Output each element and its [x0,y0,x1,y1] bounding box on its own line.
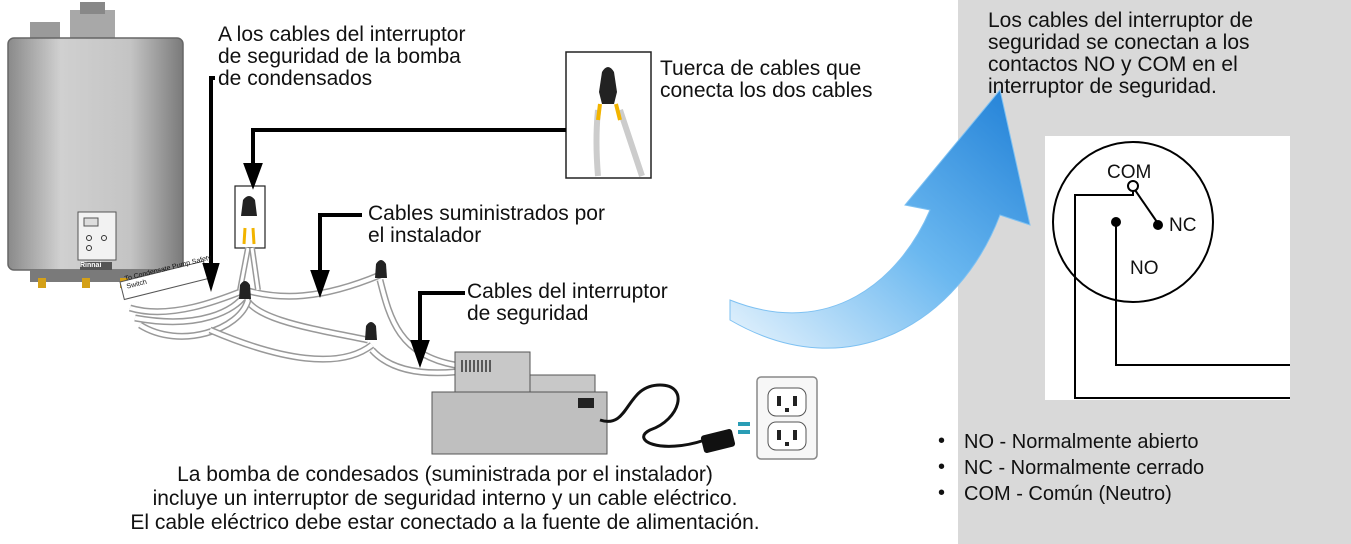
switch-com-label: COM [1107,162,1152,183]
label-pump-wires: A los cables del interruptor de segurida… [218,23,466,90]
label-installer-wires: Cables suministrados por el instalador [368,202,605,247]
water-heater [7,2,184,288]
label-safety-wires: Cables del interruptor de seguridad [467,280,668,325]
wire-nut-callout [565,51,652,179]
wire-nuts [239,260,387,340]
blue-arrow [729,88,1031,349]
switch-nc-label: NC [1169,215,1197,236]
switch-diagram [1045,136,1290,400]
legend-item-nc: NC - Normalmente cerrado [938,455,1204,480]
brand-logo: Rinnai [80,262,102,269]
small-wire-nut-box [234,185,266,249]
condensate-pump [431,351,608,455]
pump-caption: La bomba de condesados (suministrada por… [130,463,760,534]
power-cord [599,383,750,453]
indicator-arrows [202,76,566,369]
legend-item-com: COM - Común (Neutro) [938,481,1204,506]
legend-item-no: NO - Normalmente abierto [938,429,1204,454]
electrical-outlet [756,376,818,460]
panel-description: Los cables del interruptor de seguridad … [988,9,1253,98]
switch-no-label: NO [1130,258,1159,279]
contact-legend: NO - Normalmente abierto NC - Normalment… [938,429,1204,508]
label-wire-nut: Tuerca de cables que conecta los dos cab… [660,57,873,102]
wire-bundle [128,247,456,377]
